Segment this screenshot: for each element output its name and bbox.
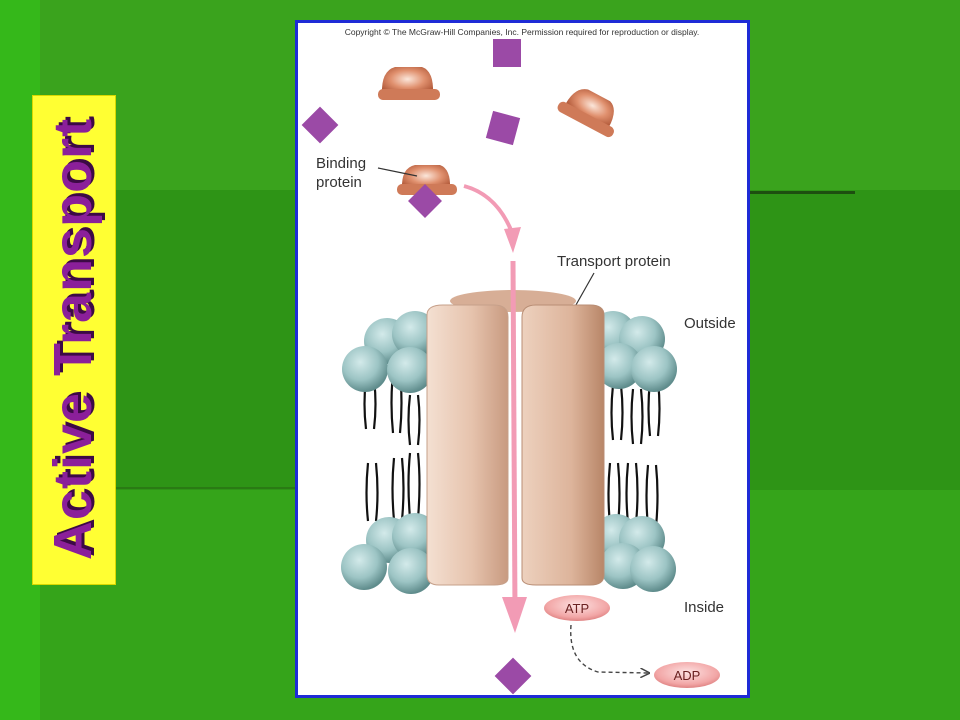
binding-protein	[378, 67, 440, 100]
slide-title: Active Transport	[43, 117, 103, 561]
lipid-tails-left	[363, 372, 421, 522]
membrane-left	[341, 311, 438, 594]
figure-panel: Copyright © The McGraw-Hill Companies, I…	[295, 20, 750, 698]
membrane-right	[590, 311, 677, 592]
adp-label: ADP	[674, 668, 701, 683]
slide-title-box	[32, 95, 116, 585]
outside-label: Outside	[684, 315, 736, 332]
copyright-notice: Copyright © The McGraw-Hill Companies, I…	[345, 27, 700, 37]
active-transport-diagram: Copyright © The McGraw-Hill Companies, I…	[301, 27, 736, 695]
atp-to-adp-arrow	[570, 624, 648, 673]
substrate-molecule-released	[494, 657, 532, 695]
substrate-molecule	[493, 39, 521, 67]
phospholipid-head	[341, 544, 387, 590]
phospholipid-head	[630, 546, 676, 592]
atp-label: ATP	[565, 601, 589, 616]
binding-protein-label-line2: protein	[316, 174, 362, 191]
transport-arrowhead	[502, 597, 527, 633]
lipid-tails-right	[607, 380, 661, 528]
binding-protein-leader-line	[377, 167, 418, 177]
binding-arrow	[463, 184, 515, 236]
background-divider-line	[745, 191, 855, 194]
substrate-molecule	[301, 106, 339, 144]
transport-protein-label: Transport protein	[557, 253, 671, 270]
binding-protein-with-substrate	[397, 165, 457, 218]
atp-molecule	[544, 595, 610, 621]
substrate-molecule	[485, 110, 521, 146]
phospholipid-head	[342, 346, 388, 392]
adp-molecule	[654, 662, 720, 688]
phospholipid-head	[388, 548, 434, 594]
transport-protein	[426, 290, 605, 586]
phospholipid-head	[596, 343, 642, 389]
phospholipid-head	[631, 346, 677, 392]
phospholipid-head	[387, 347, 433, 393]
background-divider-line-lower	[90, 487, 300, 489]
binding-arrowhead	[504, 227, 521, 253]
binding-protein	[557, 89, 614, 138]
binding-protein-label-line1: Binding	[316, 155, 366, 172]
transport-arrow	[510, 260, 518, 614]
inside-label: Inside	[684, 599, 724, 616]
